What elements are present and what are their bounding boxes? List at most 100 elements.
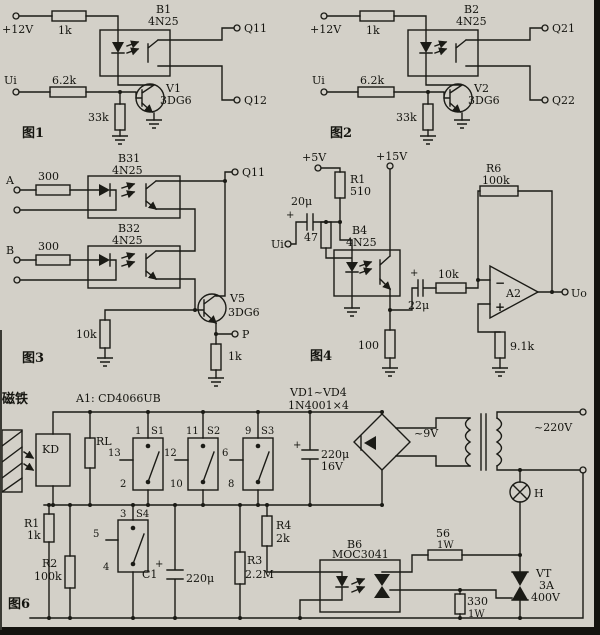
junction-dot [298,616,302,620]
fig2-tr-name: V2 [473,82,489,95]
fig6-b6-type: MOC3041 [332,548,389,561]
fig6-r4-value: 2k [276,532,290,545]
fig6-ic-label: A1: CD4066UB [75,392,161,405]
fig4-opto-type: 4N25 [346,236,377,249]
fig1-out-top-terminal [233,24,241,32]
fig1-out-bot-terminal [233,96,241,104]
fig3-p-label: P [242,328,250,341]
fig6-resistor-r4 [261,515,273,547]
fig6-s2-pin-left: 12 [164,448,177,459]
fig6-switch-s2 [187,437,219,491]
fig2-emitter-arrow-icon [449,102,462,113]
fig6-moc-triac-icon [374,586,390,598]
figure-4: +5V R1 510 +15V 20μ + Ui 47 B4 4N25 R6 1… [271,150,587,377]
fig3-led2-icon [99,254,110,266]
fig6-moc-triac-icon [374,574,390,586]
junction-dot [238,616,242,620]
junction-dot [380,503,384,507]
scan-border-left [0,330,2,630]
switch-contact [145,443,151,449]
fig1-input-terminal [12,88,20,96]
fig4-input-terminal [284,240,292,248]
fig3-emitter-arrow-icon [145,270,158,280]
fig3-caption: 图3 [22,351,44,366]
fig1-tr-type: 3DG6 [160,94,192,107]
fig6-c1-value: 220μ [186,572,214,585]
fig6-c1-name: C1 [142,568,157,581]
fig6-bridge-diode-icon [364,436,376,450]
fig6-ac-high-label: ~220V [534,421,573,434]
fig6-rl-label: RL [96,435,112,448]
fig4-opamp-minus: − [495,276,505,290]
fig6-switch-s3 [242,437,274,491]
junction-dot [214,332,218,336]
fig3-output-terminal [231,168,239,176]
fig6-r2-value: 100k [34,570,62,583]
fig1-transistor-icon [135,83,165,113]
fig4-input-label: Ui [271,238,284,251]
junction-dot [173,503,177,507]
fig6-s2-pin-top: 11 [186,426,199,437]
fig6-resistor-r3 [234,551,246,585]
fig1-supply-label: +12V [2,23,34,36]
figure-1: +12V 1k B1 4N25 Q11 Q12 Ui 6.2k 33k V1 3… [2,3,267,145]
junction-dot [193,308,197,312]
fig2-r-bias-label: 33k [396,111,417,124]
fig1-resistor-6k2 [49,86,87,98]
fig3-resistor-1k [210,343,222,371]
fig6-transformer-secondary [464,417,472,467]
fig1-tr-name: V1 [165,82,181,95]
switch-contact [200,479,206,485]
fig3-tr-name: V5 [229,292,245,305]
fig6-sensor-box [35,433,71,487]
switch-contact [255,443,261,449]
fig4-resistor-100k [479,185,519,197]
fig4-cin-label: 20μ [291,195,312,208]
fig1-out-top-label: Q11 [244,22,267,35]
fig3-opto1-type: 4N25 [112,164,143,177]
fig6-moc-led-icon [336,576,348,587]
fig3-input-b-terminal [13,256,21,264]
fig4-15v-label: +15V [376,150,408,163]
fig1-emitter-arrow-icon [141,102,154,113]
fig6-transformer-primary [495,417,503,467]
junction-dot [47,616,51,620]
fig3-opto2-type: 4N25 [112,234,143,247]
junction-dot [380,410,384,414]
fig4-resistor-510 [334,171,346,199]
fig3-output-label: Q11 [242,166,265,179]
fig6-switch-s4 [117,519,149,573]
fig6-light-arrow-icon [23,450,35,459]
fig1-out-bot-label: Q12 [244,94,267,107]
fig4-emitter-arrow-icon [379,278,391,290]
junction-dot [68,616,72,620]
fig6-s3-name: S3 [261,426,274,437]
fig3-emitter-arrow-icon [145,200,158,210]
fig4-cin-plus: + [286,210,294,221]
fig3-light-arrow-icon [121,252,136,261]
fig6-bridge-name: VD1~VD4 [289,386,347,399]
fig3-tr-type: 3DG6 [228,306,260,319]
fig3-input-a-return-terminal [13,206,21,214]
fig3-r-base-label: 10k [76,328,97,341]
fig6-s3-pin-bot: 8 [228,479,234,490]
switch-contact [200,443,206,449]
fig3-r-a-label: 300 [38,170,59,183]
fig6-resistor-330 [454,593,466,615]
switch-contact [130,561,136,567]
fig4-output-terminal [561,288,569,296]
fig2-r-in-label: 6.2k [360,74,384,87]
fig1-optocoupler-box [99,29,171,77]
junction-dot [51,503,55,507]
fig3-resistor-300b [35,254,71,266]
junction-dot [223,179,227,183]
fig6-resistor-56 [427,549,463,561]
fig4-resistor-9k1 [494,331,506,359]
fig6-s1-pin-bot: 2 [120,479,126,490]
figure-3: B31 4N25 A 300 B32 4N25 B 300 Q11 V5 3DG… [5,152,265,387]
fig4-r1-value: 510 [350,185,371,198]
fig1-resistor-1k [51,10,87,22]
fig4-rfb-name: R6 [486,162,501,175]
fig6-vt-name: VT [535,567,552,580]
